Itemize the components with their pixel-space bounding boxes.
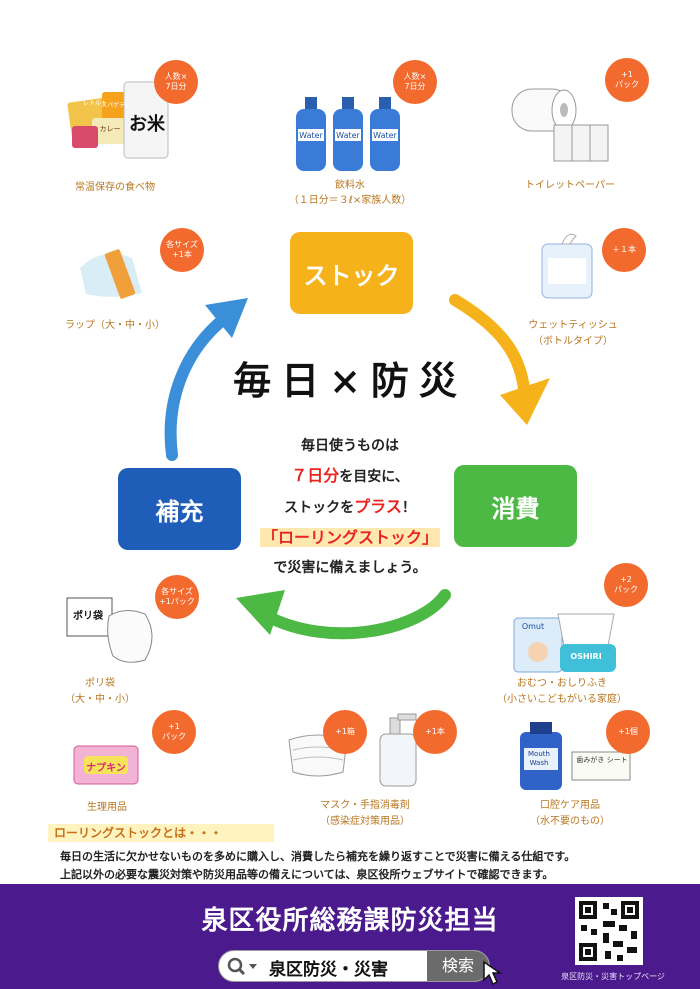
explain-heading: ローリングストックとは・・・: [48, 824, 274, 842]
arrow-refill-to-stock: [164, 312, 231, 461]
refill-box: 補充: [118, 468, 241, 550]
oral-caption-2: （水不要のもの）: [530, 816, 610, 827]
wet-caption-2: （ボトルタイプ）: [533, 336, 613, 347]
bag-badge: 各サイズ+1パック: [155, 575, 199, 619]
mask-badge: +1箱: [323, 710, 367, 754]
diaper-caption-1: おむつ・おしりふき: [517, 678, 607, 689]
sanitary-caption: 生理用品: [87, 802, 127, 813]
wet-tissue-icon: [541, 233, 593, 299]
seven-days: ７日分: [291, 466, 340, 485]
food-pack-2: スパゲティ: [101, 102, 131, 109]
sanitizer-icon: [379, 713, 417, 787]
cycle-arrows: [164, 294, 550, 640]
arrow-head-yellow: [500, 378, 550, 425]
bag-label: ポリ袋: [73, 611, 103, 622]
water-caption-2: （１日分＝３ℓ×家族人数）: [288, 195, 412, 206]
wet-caption-1: ウェットティッシュ: [528, 320, 618, 331]
wrap-badge: 各サイズ+1本: [160, 228, 204, 272]
mouthwash-icon: [520, 722, 631, 790]
sanitary-icon: [73, 745, 139, 785]
mask-caption-2: （感染症対策用品）: [320, 816, 410, 827]
rice-label: お米: [129, 114, 165, 135]
mask-caption-1: マスク・手指消毒剤: [320, 800, 410, 811]
center-line-3: ストックをプラス！: [230, 492, 470, 523]
qr-label: 泉区防災・災害トップページ: [561, 972, 665, 981]
explain-line-1: 毎日の生活に欠かせないものを多めに購入し、消費したら補充を繰り返すことで災害に備…: [60, 850, 576, 863]
wrap-icon: [80, 249, 142, 299]
diaper-pack-2: OSHIRI: [570, 652, 602, 661]
food-icon: [67, 81, 169, 159]
center-line-5: で災害に備えましょう。: [273, 560, 427, 576]
oral-sheet-label: 歯みがき シート: [576, 756, 628, 764]
search-bar[interactable]: 泉区防災・災害 検索: [218, 950, 490, 982]
search-button[interactable]: 検索: [427, 951, 489, 981]
center-message: 毎日使うものは ７日分を目安に、 ストックをプラス！ 「ローリングストック」 で…: [230, 432, 470, 583]
food-pack-3: カレー: [99, 125, 121, 133]
plastic-bag-icon: [66, 597, 153, 663]
search-icon: [227, 957, 257, 975]
main-title: 毎日×防災: [233, 358, 467, 403]
footer-title: 泉区役所総務課防災担当: [201, 906, 499, 936]
water-label-1: Water: [299, 131, 323, 140]
oral-caption-1: 口腔ケア用品: [540, 800, 600, 811]
food-caption: 常温保存の食べ物: [75, 182, 155, 193]
center-line-3c: ！: [401, 500, 416, 516]
arrow-consume-to-refill: [259, 589, 451, 640]
cursor-icon: [483, 960, 503, 986]
plus-word: プラス: [354, 497, 402, 516]
toilet-caption: トイレットペーパー: [525, 180, 615, 191]
arrow-head-blue: [205, 298, 248, 338]
bag-caption-2: （大・中・小）: [65, 694, 135, 705]
diaper-pack-1: Omut: [521, 622, 545, 631]
center-line-2b: を目安に、: [339, 469, 409, 485]
food-pack-1: レトルト: [82, 100, 107, 107]
wet-badge: ＋１本: [602, 228, 646, 272]
bag-caption-1: ポリ袋: [85, 678, 115, 689]
mouthwash-label: Mouth Wash: [528, 750, 550, 767]
center-line-4: 「ローリングストック」: [230, 523, 470, 554]
sanitary-label: ナプキン: [86, 763, 126, 774]
search-text[interactable]: 泉区防災・災害: [269, 960, 388, 980]
water-label-3: Water: [373, 131, 397, 140]
arrow-head-green: [236, 590, 285, 635]
toilet-paper-icon: [511, 88, 609, 162]
sanitizer-badge: +1本: [413, 710, 457, 754]
oral-badge: +1個: [606, 710, 650, 754]
water-label-2: Water: [336, 131, 360, 140]
center-line-2: ７日分を目安に、: [230, 461, 470, 492]
diaper-icon: [513, 613, 616, 673]
center-line-1: 毎日使うものは: [301, 438, 399, 454]
wrap-caption: ラップ（大・中・小）: [65, 320, 165, 331]
qr-code-icon[interactable]: [575, 897, 643, 965]
water-caption-1: 飲料水: [335, 180, 365, 191]
water-bottles-icon: [296, 97, 400, 171]
consume-box: 消費: [454, 465, 577, 547]
explain-line-2: 上記以外の必要な震災対策や防災用品等の備えについては、泉区役所ウェブサイトで確認…: [60, 868, 554, 881]
rolling-stock-word: 「ローリングストック」: [259, 528, 440, 547]
center-line-3a: ストックを: [284, 500, 355, 516]
food-badge: 人数×7日分: [154, 60, 198, 104]
water-badge: 人数×7日分: [393, 60, 437, 104]
diaper-caption-2: （小さいこどもがいる家庭）: [497, 694, 627, 705]
stock-box: ストック: [290, 232, 413, 314]
